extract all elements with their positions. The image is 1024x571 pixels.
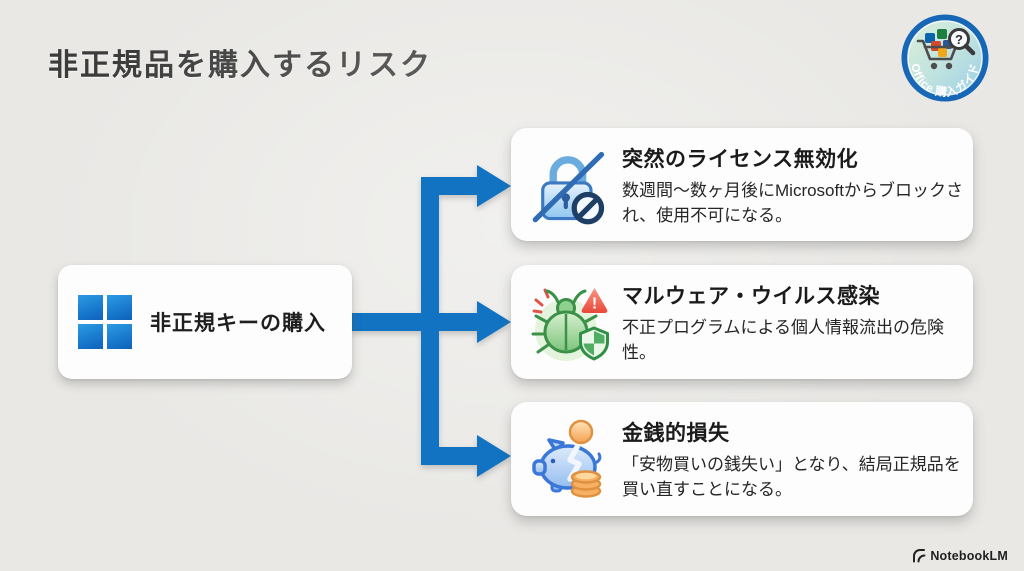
broken-piggy-bank-icon xyxy=(532,419,602,498)
coin-stack-icon xyxy=(570,470,602,498)
shopping-cart-icon xyxy=(916,39,958,61)
windows-logo-icon xyxy=(78,295,132,349)
arrow-head-middle xyxy=(477,301,511,343)
arrow-vertical-bar xyxy=(421,177,439,465)
svg-text:!: ! xyxy=(592,296,597,313)
card-body: 不正プログラムによる個人情報流出の危険性。 xyxy=(622,318,944,362)
risk-card-license: 突然のライセンス無効化 数週間〜数ヶ月後にMicrosoftからブロックされ、使… xyxy=(511,128,973,241)
office-purchase-guide-badge: ? Office 購入ガイド xyxy=(901,14,989,102)
notebooklm-logo-icon xyxy=(913,549,926,563)
page-title: 非正規品を購入するリスク xyxy=(48,49,432,82)
lock-blocked-icon xyxy=(532,151,605,224)
source-box-label: 非正規キーの購入 xyxy=(150,312,326,335)
card-title: 突然のライセンス無効化 xyxy=(622,148,859,171)
card-body: 数週間〜数ヶ月後にMicrosoftからブロックされ、使用不可になる。 xyxy=(622,181,963,225)
brand-label: NotebookLM xyxy=(930,549,1008,563)
arrow-head-bottom xyxy=(477,435,511,477)
arrow-feeder-bar xyxy=(350,313,439,331)
source-box: 非正規キーの購入 xyxy=(58,265,352,379)
card-title: 金銭的損失 xyxy=(622,422,730,445)
bug-warning-shield-icon: ! xyxy=(531,288,609,361)
card-title: マルウェア・ウイルス感染 xyxy=(622,285,880,308)
risk-card-money: 金銭的損失 「安物買いの銭失い」となり、結局正規品を買い直すことになる。 xyxy=(511,402,973,516)
card-body: 「安物買いの銭失い」となり、結局正規品を買い直すことになる。 xyxy=(622,455,961,499)
arrow-head-top xyxy=(477,165,511,207)
magnifier-question-icon: ? xyxy=(948,28,976,56)
shield-icon xyxy=(579,326,609,361)
warning-triangle-icon: ! xyxy=(581,288,608,313)
footer-brand: NotebookLM xyxy=(912,549,1008,563)
spark-lines-icon xyxy=(532,288,550,314)
risk-card-malware: ! マルウェア・ウイルス感染 不正プログラムによる個人情報流出の危険性。 xyxy=(511,265,973,379)
svg-text:?: ? xyxy=(955,32,963,47)
coin-icon xyxy=(568,419,594,445)
